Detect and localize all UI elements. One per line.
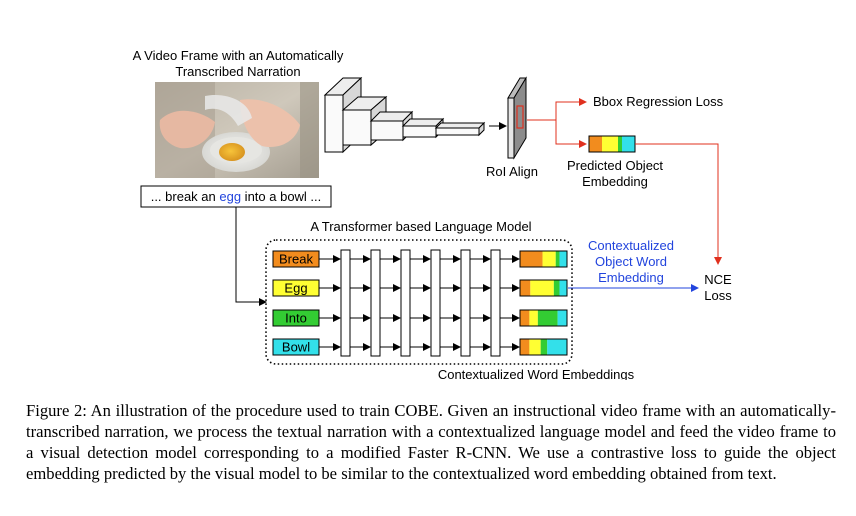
narration-highlight: egg bbox=[219, 189, 241, 204]
embedding-segment bbox=[529, 339, 541, 355]
video-frame-image bbox=[155, 82, 319, 178]
token-label: Egg bbox=[284, 281, 307, 296]
narration-to-transformer-arrow bbox=[235, 207, 267, 306]
figure-caption: Figure 2: An illustration of the procedu… bbox=[26, 401, 836, 483]
embedding-segment bbox=[547, 339, 567, 355]
embedding-bar-bowl bbox=[519, 338, 568, 356]
transformer-layer-5 bbox=[460, 249, 471, 357]
embedding-segment bbox=[559, 251, 567, 267]
transformer-layer-2 bbox=[370, 249, 381, 357]
token-break: Break bbox=[272, 250, 320, 268]
transformer-layer-1 bbox=[340, 249, 351, 357]
embedding-segment bbox=[520, 310, 530, 326]
contextualized-object-word-label-line3: Embedding bbox=[598, 270, 664, 285]
transformer-layer-6 bbox=[490, 249, 501, 357]
narration-after: into a bowl ... bbox=[241, 189, 321, 204]
predicted-embedding-label-line2: Embedding bbox=[582, 174, 648, 189]
transformer-title: A Transformer based Language Model bbox=[310, 219, 531, 234]
contextualized-word-embeddings-label: Contextualized Word Embeddings bbox=[438, 367, 635, 380]
nce-loss-label-line1: NCE bbox=[704, 272, 732, 287]
embedding-segment bbox=[530, 280, 554, 296]
roi-output-arrows bbox=[527, 98, 587, 148]
token-egg: Egg bbox=[272, 279, 320, 297]
embedding-segment bbox=[557, 310, 567, 326]
embedding-segment bbox=[529, 310, 538, 326]
embedding-bar-outline bbox=[519, 309, 568, 327]
narration-text: ... break an egg into a bowl ... bbox=[151, 189, 322, 204]
transformer-layer-4 bbox=[430, 249, 441, 357]
embedding-segment bbox=[520, 339, 530, 355]
embedding-segment bbox=[542, 251, 556, 267]
narration-before: ... break an bbox=[151, 189, 220, 204]
token-into: Into bbox=[272, 309, 320, 327]
token-label: Into bbox=[285, 311, 307, 326]
transformer-layer-3 bbox=[400, 249, 411, 357]
embedding-segment bbox=[555, 251, 560, 267]
roi-align-label: RoI Align bbox=[486, 164, 538, 179]
cnn-backbone bbox=[323, 76, 486, 154]
token-label: Break bbox=[279, 252, 313, 267]
embedding-segment bbox=[537, 310, 558, 326]
nce-loss-label-line2: Loss bbox=[704, 288, 732, 303]
figure-diagram: A Video Frame with an Automatically Tran… bbox=[133, 48, 733, 380]
embedding-segment bbox=[559, 280, 567, 296]
contextualized-object-word-label-line1: Contextualized bbox=[588, 238, 674, 253]
embedding-bar-outline bbox=[519, 250, 568, 268]
predicted-object-embedding-bar bbox=[588, 135, 636, 153]
embedding-segment bbox=[520, 251, 543, 267]
video-frame-title-line2: Transcribed Narration bbox=[175, 64, 300, 79]
embedding-bar-outline bbox=[519, 338, 568, 356]
video-frame-title-line1: A Video Frame with an Automatically bbox=[133, 48, 344, 63]
contextualized-object-word-label-line2: Object Word bbox=[595, 254, 667, 269]
bbox-regression-loss-label: Bbox Regression Loss bbox=[593, 94, 724, 109]
embedding-bar-outline bbox=[519, 279, 568, 297]
transformer-layers bbox=[319, 249, 520, 357]
roi-align-map bbox=[507, 76, 527, 160]
token-label: Bowl bbox=[282, 340, 310, 355]
embedding-segment bbox=[540, 339, 548, 355]
embedding-segment bbox=[520, 280, 531, 296]
embedding-bar-into bbox=[519, 309, 568, 327]
token-bowl: Bowl bbox=[272, 338, 320, 356]
transformer-box bbox=[265, 239, 573, 365]
embedding-bar-break bbox=[519, 250, 568, 268]
contextualized-embedding-bars bbox=[519, 250, 568, 356]
embedding-bar-egg bbox=[519, 279, 568, 297]
predicted-embedding-label-line1: Predicted Object bbox=[567, 158, 663, 173]
embedding-segment bbox=[553, 280, 560, 296]
predicted-to-nce-arrow bbox=[635, 143, 722, 265]
